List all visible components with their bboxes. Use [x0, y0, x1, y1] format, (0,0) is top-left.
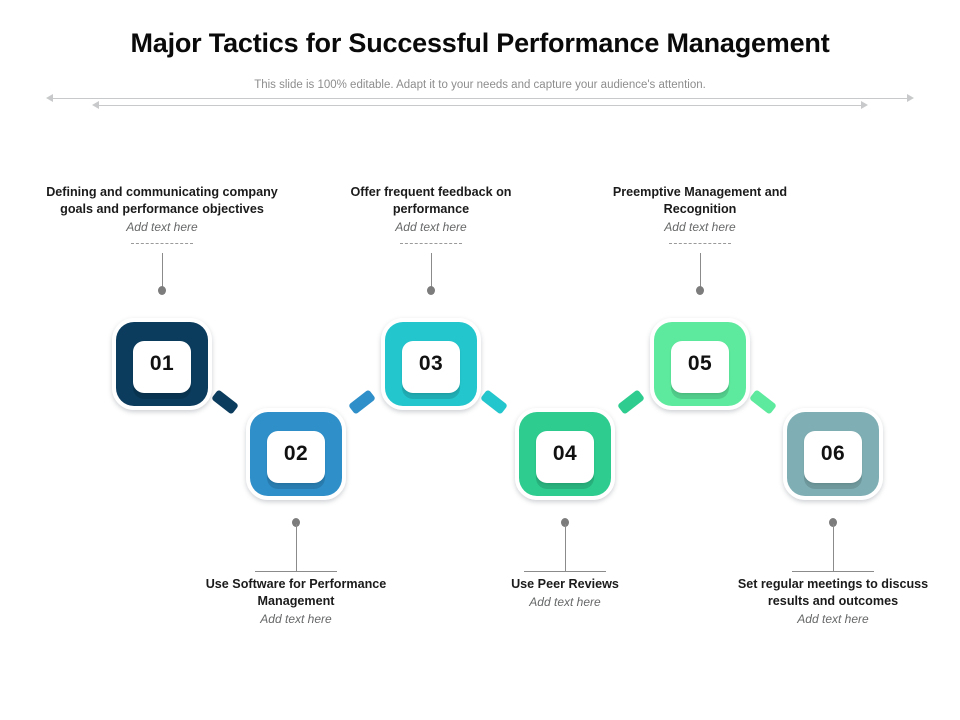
callout-subtext: Add text here: [395, 220, 467, 234]
callout-dot-03: [427, 286, 435, 295]
callout-dashed-rule: [669, 243, 731, 244]
callout-dot-06: [829, 518, 837, 527]
callout-dot-01: [158, 286, 166, 295]
callout-title-line1: Preemptive Management and: [612, 185, 788, 199]
badge-inner-panel: [804, 431, 862, 483]
arrow-bar: [98, 104, 862, 106]
callout-dot-02: [292, 518, 300, 527]
callout-title-line1: Defining and communicating company: [46, 185, 278, 199]
arrow-head-right-icon: [861, 100, 868, 109]
callout-title-line2: Recognition: [663, 202, 737, 216]
arrow-head-left-icon: [46, 93, 53, 102]
callout-step-02: Use Software for Performance Management …: [171, 571, 421, 628]
step-badge-02[interactable]: 02: [246, 408, 346, 500]
connector-03-04: [480, 389, 508, 415]
callout-subtext: Add text here: [797, 612, 869, 626]
callout-subtext: Add text here: [260, 612, 332, 626]
arrow-head-left-icon: [92, 100, 99, 109]
callout-subtext: Add text here: [529, 595, 601, 609]
badge-halo: [783, 408, 883, 500]
decorative-arrow-line-outer: [46, 93, 914, 103]
badge-halo: [112, 318, 212, 410]
callout-step-06: Set regular meetings to discuss results …: [713, 571, 953, 628]
callout-solid-rule: [792, 571, 874, 572]
arrow-bar: [52, 97, 908, 99]
badge-halo: [515, 408, 615, 500]
step-badge-04[interactable]: 04: [515, 408, 615, 500]
badge-halo: [650, 318, 750, 410]
badge-inner-panel: [267, 431, 325, 483]
callout-title-line2: results and outcomes: [767, 594, 899, 608]
callout-stem-04: [565, 524, 566, 572]
callout-dashed-rule: [131, 243, 193, 244]
callout-title-line1: Set regular meetings to discuss: [737, 577, 929, 591]
callout-step-05: Preemptive Management and Recognition Ad…: [600, 184, 800, 244]
badge-halo: [246, 408, 346, 500]
badge-inner-panel: [536, 431, 594, 483]
page-subtitle: This slide is 100% editable. Adapt it to…: [254, 79, 706, 91]
callout-stem-03: [431, 253, 432, 291]
badge-inner-panel: [133, 341, 191, 393]
connector-05-06: [749, 389, 777, 415]
callout-subtext: Add text here: [664, 220, 736, 234]
badge-number: 04: [552, 442, 578, 465]
step-badge-05[interactable]: 05: [650, 318, 750, 410]
badge-inner-panel: [402, 341, 460, 393]
step-badge-03[interactable]: 03: [381, 318, 481, 410]
callout-solid-rule: [255, 571, 337, 572]
arrow-head-right-icon: [907, 93, 914, 102]
badge-inner-panel: [671, 341, 729, 393]
callout-title-line2: goals and performance objectives: [60, 202, 264, 216]
callout-stem-05: [700, 253, 701, 291]
callout-solid-rule: [524, 571, 606, 572]
step-badge-06[interactable]: 06: [783, 408, 883, 500]
connector-04-05: [617, 389, 645, 415]
callout-dashed-rule: [400, 243, 462, 244]
callout-dot-04: [561, 518, 569, 527]
badge-number: 02: [283, 442, 309, 465]
callout-title-line2: performance: [392, 202, 470, 216]
badge-number: 05: [687, 352, 713, 375]
callout-title-line1: Offer frequent feedback on: [350, 185, 512, 199]
callout-title-line1: Use Peer Reviews: [511, 577, 619, 591]
decorative-arrow-line-inner: [92, 100, 868, 110]
badge-number: 06: [820, 442, 846, 465]
step-badge-01[interactable]: 01: [112, 318, 212, 410]
callout-stem-02: [296, 524, 297, 572]
badge-number: 01: [149, 352, 175, 375]
callout-stem-06: [833, 524, 834, 572]
callout-title-line2: Management: [257, 594, 335, 608]
badge-number: 03: [418, 352, 444, 375]
callout-dot-05: [696, 286, 704, 295]
callout-step-04: Use Peer Reviews Add text here: [465, 571, 665, 611]
page-title: Major Tactics for Successful Performance…: [130, 28, 830, 58]
callout-stem-01: [162, 253, 163, 291]
callout-title-line1: Use Software for Performance: [205, 577, 387, 591]
badge-halo: [381, 318, 481, 410]
connector-01-02: [211, 389, 239, 415]
connector-02-03: [348, 389, 376, 415]
callout-subtext: Add text here: [126, 220, 198, 234]
callout-step-03: Offer frequent feedback on performance A…: [331, 184, 531, 244]
callout-step-01: Defining and communicating company goals…: [12, 184, 312, 244]
